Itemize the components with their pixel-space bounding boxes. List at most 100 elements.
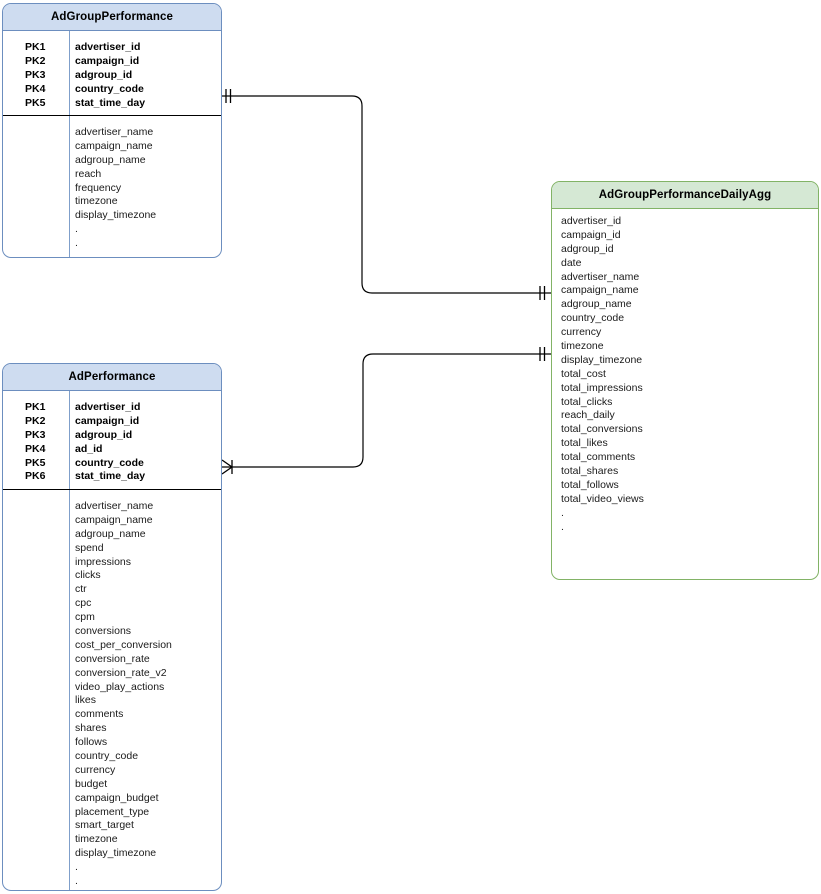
attribute: advertiser_name <box>75 500 154 512</box>
attribute: total_follows <box>561 478 619 491</box>
cardinality-one-and-only-one-right <box>539 286 546 300</box>
attribute: campaign_id <box>561 228 621 241</box>
attribute: smart_target <box>75 819 134 832</box>
attribute: adgroup_name <box>75 153 146 166</box>
pk-label: PK4 <box>25 442 46 455</box>
key-field: country_code <box>75 82 144 95</box>
attribute: campaign_name <box>561 284 639 297</box>
key-field: ad_id <box>75 442 103 455</box>
attribute: display_timezone <box>75 847 157 860</box>
attribute: comments <box>75 708 124 721</box>
attribute: total_comments <box>561 451 636 464</box>
attribute: country_code <box>561 312 625 325</box>
pk-column: PK1 PK2 PK3 PK4 PK5 <box>3 41 45 110</box>
attribute: cpc <box>75 597 92 610</box>
relationship-adperformance-dailyagg[interactable] <box>221 347 551 475</box>
attribute: campaign_budget <box>75 791 159 804</box>
attribute: date <box>561 256 582 269</box>
attribute: conversions <box>75 625 132 638</box>
entity-adgroupperformancedailyagg[interactable]: AdGroupPerformanceDailyAgg advertiser_id… <box>551 181 819 580</box>
pk-label: PK5 <box>25 96 46 109</box>
pk-label: PK3 <box>25 428 46 441</box>
pk-label: PK2 <box>25 414 46 427</box>
attribute-ellipsis: . <box>75 223 78 236</box>
entity-adperformance-title: AdPerformance <box>3 364 221 391</box>
key-field: campaign_id <box>75 54 140 67</box>
attribute: conversion_rate <box>75 652 150 665</box>
attribute-column: advertiser_name campaign_name adgroup_na… <box>75 500 172 889</box>
attribute: total_impressions <box>561 381 643 394</box>
attribute: currency <box>75 763 116 776</box>
attribute: timezone <box>561 340 604 353</box>
key-field: adgroup_id <box>75 428 133 441</box>
attribute: reach <box>75 167 102 180</box>
pk-label: PK1 <box>25 41 46 53</box>
attribute: adgroup_name <box>75 527 146 540</box>
key-field: stat_time_day <box>75 96 146 109</box>
pk-column: PK1 PK2 PK3 PK4 PK5 PK6 <box>3 401 45 484</box>
entity-adperformance-body: PK1 PK2 PK3 PK4 PK5 PK6 advertiser_id ca… <box>3 391 221 890</box>
attribute: video_play_actions <box>75 680 165 693</box>
attribute: ctr <box>75 583 87 596</box>
entity-adperformance[interactable]: AdPerformance PK1 PK2 PK3 PK4 PK5 PK6 ad… <box>2 363 222 891</box>
attribute: total_conversions <box>561 423 643 436</box>
column-divider <box>69 391 71 890</box>
key-field: stat_time_day <box>75 470 146 483</box>
key-field: advertiser_id <box>75 41 141 53</box>
key-field: campaign_id <box>75 414 140 427</box>
attribute: timezone <box>75 195 118 208</box>
attribute: advertiser_name <box>561 270 640 283</box>
attribute-ellipsis: . <box>75 875 78 888</box>
attribute: cost_per_conversion <box>75 638 172 651</box>
attribute-ellipsis: . <box>75 237 78 250</box>
attribute: total_video_views <box>561 492 644 505</box>
key-field: advertiser_id <box>75 401 141 413</box>
attribute: timezone <box>75 833 118 846</box>
pk-label: PK6 <box>25 470 46 483</box>
attribute: currency <box>561 326 602 339</box>
attribute: campaign_name <box>75 139 153 152</box>
attribute: budget <box>75 777 108 790</box>
attribute: country_code <box>75 750 139 763</box>
pk-label: PK1 <box>25 401 46 413</box>
attribute: likes <box>75 694 97 707</box>
attribute: cpm <box>75 611 95 624</box>
attribute: campaign_name <box>75 513 153 526</box>
attribute: advertiser_id <box>561 215 622 227</box>
attribute: total_cost <box>561 367 606 380</box>
attribute: conversion_rate_v2 <box>75 666 167 679</box>
attribute: frequency <box>75 181 122 194</box>
attribute-ellipsis: . <box>75 861 78 874</box>
attribute: total_clicks <box>561 395 613 408</box>
attribute-column: advertiser_name campaign_name adgroup_na… <box>75 126 156 251</box>
entity-adgroupperformance-title: AdGroupPerformance <box>3 4 221 31</box>
key-separator-rule <box>3 115 221 117</box>
attribute-column: advertiser_id campaign_id adgroup_id dat… <box>561 215 644 534</box>
pk-label: PK3 <box>25 68 46 81</box>
key-field: adgroup_id <box>75 68 133 81</box>
entity-adgroupperformance[interactable]: AdGroupPerformance PK1 PK2 PK3 PK4 PK5 a… <box>2 3 222 258</box>
key-field-column: advertiser_id campaign_id adgroup_id cou… <box>75 41 145 110</box>
attribute: total_likes <box>561 437 608 450</box>
attribute: total_shares <box>561 465 619 478</box>
attribute-ellipsis: . <box>561 506 564 519</box>
pk-label: PK4 <box>25 82 46 95</box>
attribute-ellipsis: . <box>561 520 564 533</box>
relationship-adgroupperformance-dailyagg[interactable] <box>222 89 551 300</box>
entity-adgroupperformancedailyagg-title: AdGroupPerformanceDailyAgg <box>552 182 818 209</box>
attribute: adgroup_name <box>561 298 632 311</box>
column-divider <box>69 31 71 257</box>
key-field-column: advertiser_id campaign_id adgroup_id ad_… <box>75 401 145 484</box>
attribute: shares <box>75 722 107 735</box>
attribute: display_timezone <box>75 209 157 222</box>
pk-label: PK5 <box>25 456 46 469</box>
entity-adgroupperformance-body: PK1 PK2 PK3 PK4 PK5 advertiser_id campai… <box>3 31 221 257</box>
attribute: impressions <box>75 555 132 568</box>
key-separator-rule <box>3 489 221 491</box>
attribute: spend <box>75 541 104 554</box>
attribute: clicks <box>75 569 101 582</box>
key-field: country_code <box>75 456 144 469</box>
cardinality-one-and-only-one-right-2 <box>539 347 546 361</box>
pk-label: PK2 <box>25 54 46 67</box>
